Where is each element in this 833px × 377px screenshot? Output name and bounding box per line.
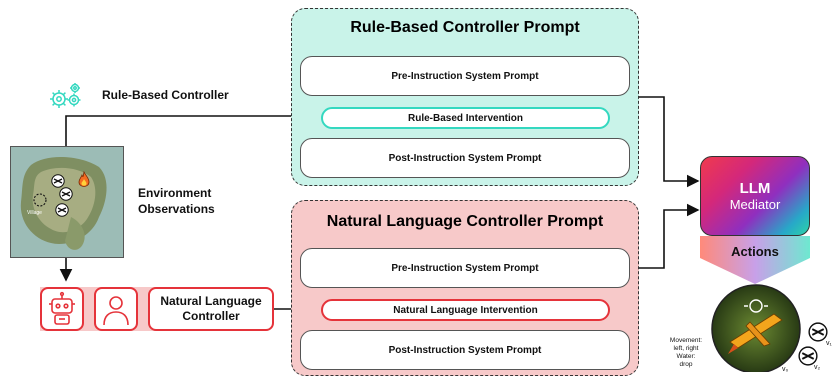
fire-icon xyxy=(78,171,90,187)
nl-controller-line1: Natural Language xyxy=(160,294,262,308)
rule-based-prompt-panel: Rule-Based Controller Prompt Pre-Instruc… xyxy=(291,8,639,186)
drone-icon xyxy=(55,203,69,217)
village-icon xyxy=(33,193,47,207)
nl-controller-box: Natural Language Controller xyxy=(148,287,274,331)
nl-pre-instruction-box: Pre-Instruction System Prompt xyxy=(300,248,630,288)
arrow-rule-to-llm xyxy=(637,96,700,188)
arrow-nl-to-llm xyxy=(637,203,700,269)
drone-icon xyxy=(59,187,73,201)
rule-controller-label: Rule-Based Controller xyxy=(102,88,229,102)
nl-post-instruction-box: Post-Instruction System Prompt xyxy=(300,330,630,370)
actions-arrow xyxy=(700,236,810,284)
llm-mediator-box: LLM Mediator xyxy=(700,156,810,236)
action-movement-values: left, right xyxy=(673,345,699,352)
rule-panel-title: Rule-Based Controller Prompt xyxy=(350,19,580,36)
action-water-label: Water: xyxy=(676,353,696,360)
drone-label-v0: v₀ xyxy=(782,366,789,373)
robot-icon xyxy=(49,291,75,325)
drone-scene-image xyxy=(711,284,801,372)
nl-panel-title: Natural Language Controller Prompt xyxy=(326,213,604,230)
action-water-values: drop xyxy=(679,361,693,368)
action-space-text: Movement: left, right Water: drop xyxy=(660,337,712,369)
robot-avatar xyxy=(40,287,84,331)
llm-title: LLM xyxy=(739,180,771,197)
drone-icon xyxy=(808,322,828,342)
nl-intervention-box: Natural Language Intervention xyxy=(321,299,610,321)
nl-prompt-panel: Natural Language Controller Prompt Pre-I… xyxy=(291,200,639,376)
environment-label-line1: Environment xyxy=(138,186,212,200)
drone-icon xyxy=(798,346,818,366)
human-avatar xyxy=(94,287,138,331)
gears-icon xyxy=(50,83,81,108)
nl-controller-line2: Controller xyxy=(182,309,240,323)
action-movement-label: Movement: xyxy=(669,337,703,344)
environment-map-image: Village xyxy=(10,146,124,258)
environment-label-line2: Observations xyxy=(138,202,215,216)
arrow-env-to-rule xyxy=(65,109,315,146)
rule-post-instruction-box: Post-Instruction System Prompt xyxy=(300,138,630,178)
rule-pre-instruction-box: Pre-Instruction System Prompt xyxy=(300,56,630,96)
drone-label-v1: v₁ xyxy=(826,340,832,347)
environment-observations-label: Environment Observations xyxy=(138,185,215,217)
drone-icon xyxy=(51,174,65,188)
drone-label-v2: v₂ xyxy=(814,364,821,371)
rule-intervention-box: Rule-Based Intervention xyxy=(321,107,610,129)
actions-label: Actions xyxy=(731,244,779,259)
village-label: Village xyxy=(27,210,42,216)
llm-subtitle: Mediator xyxy=(729,197,781,212)
person-icon xyxy=(103,296,129,326)
